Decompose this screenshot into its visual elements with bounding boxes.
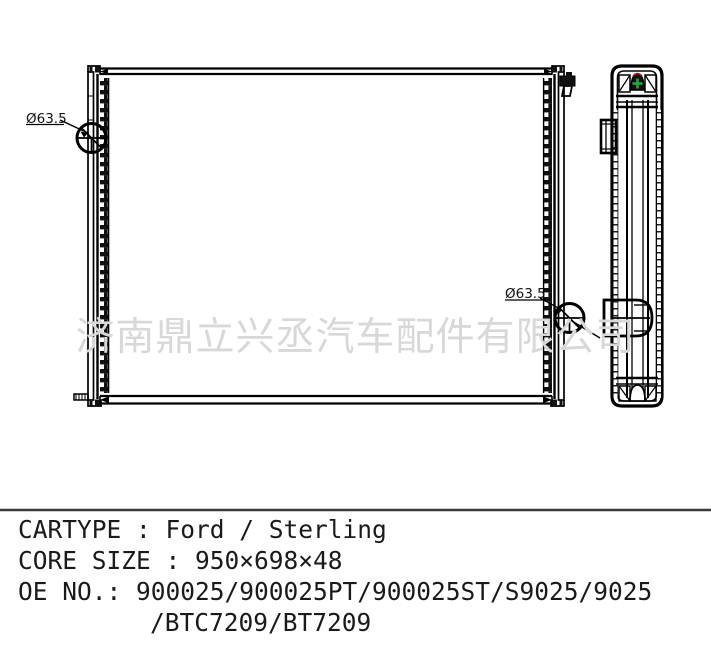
core-size-line: CORE SIZE : 950×698×48 [18,546,343,575]
inlet-port-upper-left [26,119,108,154]
oe-number-line-continued: /BTC7209/BT7209 [150,608,372,637]
top-right-mount-bracket [559,72,576,97]
outlet-port-lower-right [505,297,601,339]
left-side-tank [87,65,110,407]
side-view-top-header [616,72,658,109]
side-view-outer-shell [610,64,664,408]
side-view-upper-hose-neck [599,118,618,155]
top-tank [99,67,553,76]
bottom-outlet-boss [629,384,646,402]
front-view-group [26,65,601,407]
cartype-line: CARTYPE : Ford / Sterling [18,515,387,544]
side-view-lower-hose-neck [602,298,654,338]
bottom-tank [99,394,553,405]
side-view-inner-shell [616,70,658,402]
right-side-tank [542,65,565,407]
oe-number-line: OE NO.: 900025/900025PT/900025ST/S9025/9… [18,577,653,606]
side-view-bottom-header [616,376,658,402]
dimension-label-inlet: Ø63.5 [26,111,67,127]
side-view-group [599,64,664,408]
bottom-left-drain-plug [73,393,89,401]
center-mark-icon [632,78,643,89]
seal-highlight [632,72,643,77]
dimension-label-outlet: Ø63.5 [505,286,546,302]
title-block: CARTYPE : Ford / Sterling CORE SIZE : 95… [0,514,711,638]
